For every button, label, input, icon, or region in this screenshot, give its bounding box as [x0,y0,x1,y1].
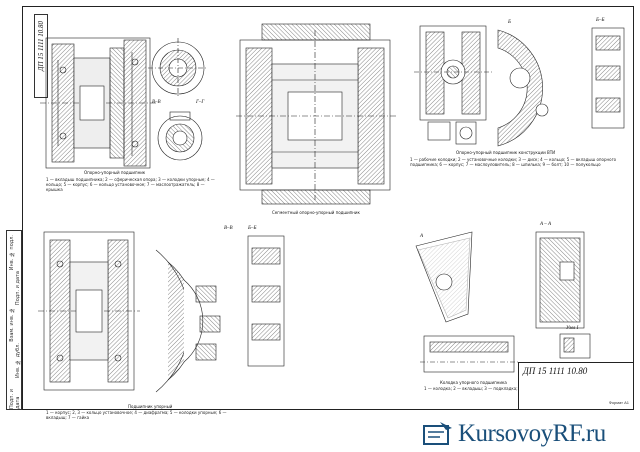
label-a: А [420,234,424,239]
view-5-caption: 1 — колодка; 2 — вкладыш; 3 — подкладка;… [424,386,543,391]
view-1-end-view [148,38,208,98]
view-4-detail-bb [247,235,285,367]
view-3-caption: 1 — рабочие колодки; 2 — установочные ко… [410,157,617,167]
title-block: ДП 15 1111 10.80 Формат А1 [518,362,634,410]
kursovoy-logo-icon [423,422,452,445]
label-b: Б [508,20,511,25]
view-5-thrust-pad [415,231,518,373]
view-3-half-disc [497,29,549,147]
left-stamp-column: Инв. № подл. Подп. и дата Взам. инв. № И… [6,230,22,410]
view-5-section-aa [535,231,585,329]
view-1-caption: 1 — вкладыш подшипника; 2 — сферическая … [46,177,215,192]
view-5-title: Колодка упорного подшипника [440,380,507,385]
label-vv: В–В [152,100,161,105]
label-aa: А – А [540,222,552,227]
view-3-vti-bearing [414,25,492,145]
watermark-text: KursovoyRF.ru [458,420,606,447]
view-4-title: Подшипник упорный [128,404,173,409]
view-5-node-1 [559,333,591,359]
rotated-drawing-code: ДП 15 1111 10.80 [34,14,48,98]
view-4-thrust-bearing [38,231,140,391]
label-gg: Г–Г [196,100,205,105]
label-bb: Б–Б [596,18,605,23]
label-bbv: Б–Б [248,226,257,231]
view-3-title: Опорно-упорный подшипник конструкции ВТИ [456,150,556,155]
view-1-section-vv [157,111,203,161]
view-4-pad-ring [155,249,221,393]
view-2-title: Сегментный опорно-упорный подшипник [272,210,360,215]
label-vv2: В–В [224,226,233,231]
drawing-code: ДП 15 1111 10.80 [523,366,588,376]
view-1-title: Опорно-упорный подшипник [84,170,146,175]
label-node: Узел I [566,326,579,331]
view-2-segment-bearing [236,23,396,205]
view-4-caption: 1 — корпус; 2, 3 — кольцо установочное; … [46,410,227,420]
drawing-frame [22,6,634,410]
view-1-bearing-section [40,37,156,169]
sheet-format: Формат А1 [608,400,629,405]
site-watermark: KursovoyRF.ru [418,416,640,452]
view-3-detail-bv [591,27,625,129]
